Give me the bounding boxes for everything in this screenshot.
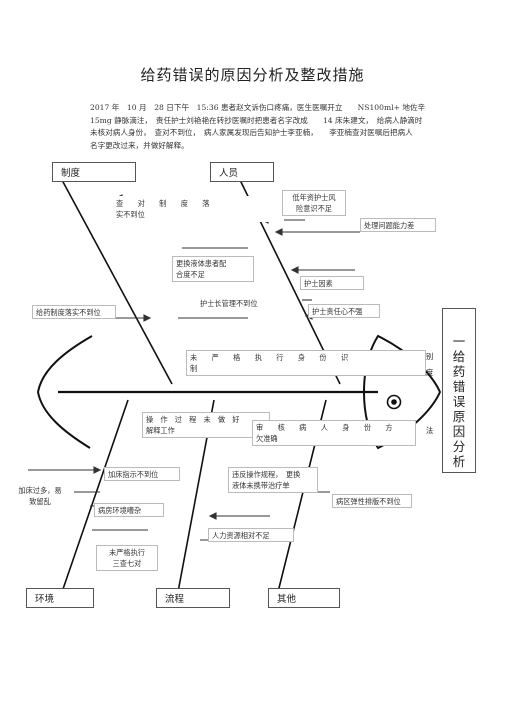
problem-label-text: 一给药错误原因分析 xyxy=(452,334,466,469)
cause-dinianzi: 低年资护士风 险意识不足 xyxy=(282,190,346,216)
fragment-du: 度 xyxy=(426,368,434,377)
fragment-fa: 法 xyxy=(426,426,434,435)
cause-caozuo: 操 作 过 程 未 做 好 解释工作 xyxy=(142,412,270,438)
category-liucheng: 流程 xyxy=(156,588,230,608)
description-line: 15mg 静脉滴注， 责任护士刘艳艳在转抄医嘱时把患者名字改成 14 床朱建文，… xyxy=(90,115,423,125)
problem-label: 一给药错误原因分析 xyxy=(442,308,476,473)
fragment-bie: 别 xyxy=(426,352,434,361)
cause-genghuan: 更换液体患者配 合度不足 xyxy=(172,256,254,282)
bone-huanjing xyxy=(61,399,129,593)
fish-pupil xyxy=(391,399,397,405)
category-renyuan: 人员 xyxy=(210,162,274,182)
cause-geiyao: 给药制度落实不到位 xyxy=(32,305,116,319)
cause-shenhe: 审 核 病 人 身 份 方 欠准确 xyxy=(252,420,416,446)
category-qita: 其他 xyxy=(268,588,340,608)
cause-jiachuangguo: 加床过多，易 致留乱 xyxy=(6,483,74,509)
cause-renli: 人力资源相对不足 xyxy=(208,528,294,542)
cause-hushi: 护士因素 xyxy=(300,276,364,290)
description-line: 名字更改过来，并做好解释。 xyxy=(90,140,189,150)
cause-bingqu: 病区弹性排版不到位 xyxy=(332,494,412,508)
cause-zeren: 护士责任心不强 xyxy=(308,304,380,318)
category-zhidu: 制度 xyxy=(52,162,136,182)
category-huanjing: 环境 xyxy=(26,588,94,608)
cause-chadui: 查 对 制 度 落 实不到位 xyxy=(112,196,284,222)
fish-tail xyxy=(36,335,93,449)
cause-hushizhang: 护士长管理不到位 xyxy=(196,296,278,310)
cause-jiachuang: 加床指示不到位 xyxy=(104,467,180,481)
description-line: 2017 年 10 月 28 日下午 15:36 患者赵文诉伤口疼痛，医生医嘱开… xyxy=(90,103,426,112)
cause-weiyangezhixing: 未严格执行 三查七对 xyxy=(96,545,158,571)
page-title: 给药错误的原因分析及整改措施 xyxy=(140,66,365,84)
cause-weiyange: 未 严 格 执 行 身 份 识 制 xyxy=(186,350,426,376)
cause-weifan: 违反操作规程， 更换 液体未携带治疗单 xyxy=(228,467,318,493)
fish-eye xyxy=(386,394,402,410)
cause-chuli: 处理问题能力差 xyxy=(360,218,436,232)
bone-zhidu xyxy=(61,179,173,385)
cause-bingfang: 病房环境嘈杂 xyxy=(94,503,164,517)
incident-description: 2017 年 10 月 28 日下午 15:36 患者赵文诉伤口疼痛，医生医嘱开… xyxy=(90,102,440,152)
description-line: 未核对病人身份， 查对不到位， 病人家属发现后告知护士李亚楠， 李亚楠查对医嘱后… xyxy=(90,128,413,137)
